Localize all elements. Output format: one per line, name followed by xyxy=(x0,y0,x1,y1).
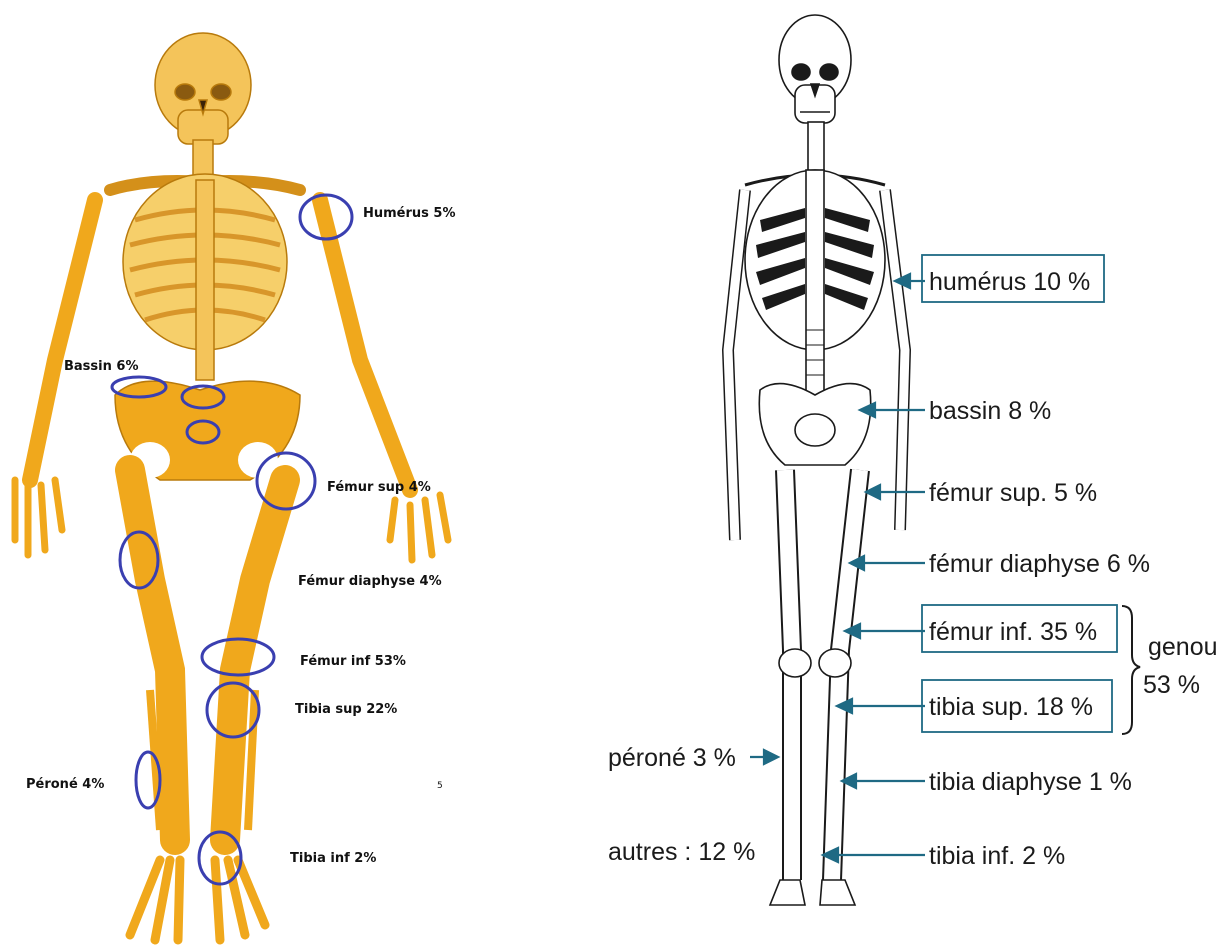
label-femur-inf-left: Fémur inf 53% xyxy=(300,654,406,669)
label-femur-sup-right: fémur sup. 5 % xyxy=(929,479,1097,507)
label-tibia-inf-right: tibia inf. 2 % xyxy=(929,842,1065,870)
label-tibia-diaphyse-right: tibia diaphyse 1 % xyxy=(929,768,1132,796)
label-humerus-right: humérus 10 % xyxy=(929,268,1090,296)
label-genou: genou xyxy=(1148,633,1218,661)
right-labels: humérus 10 % bassin 8 % fémur sup. 5 % f… xyxy=(608,268,1218,870)
label-perone-right: péroné 3 % xyxy=(608,744,736,772)
label-genou-value: 53 % xyxy=(1143,671,1200,699)
label-tibia-sup-left: Tibia sup 22% xyxy=(295,702,397,717)
label-bassin-right: bassin 8 % xyxy=(929,397,1051,425)
right-skeleton xyxy=(728,15,905,905)
label-humerus-left: Humérus 5% xyxy=(363,206,456,221)
arrow-perone xyxy=(764,750,778,764)
stray-mark: 5 xyxy=(437,781,443,791)
label-femur-diaphyse-right: fémur diaphyse 6 % xyxy=(929,550,1150,578)
label-tibia-inf-left: Tibia inf 2% xyxy=(290,851,376,866)
label-femur-sup-left: Fémur sup 4% xyxy=(327,480,431,495)
label-perone-left: Péroné 4% xyxy=(26,777,104,792)
label-bassin-left: Bassin 6% xyxy=(64,359,138,374)
genou-bracket xyxy=(1122,606,1140,734)
label-femur-diaphyse-left: Fémur diaphyse 4% xyxy=(298,574,442,589)
label-femur-inf-right: fémur inf. 35 % xyxy=(929,618,1097,646)
label-tibia-sup-right: tibia sup. 18 % xyxy=(929,693,1093,721)
label-autres: autres : 12 % xyxy=(608,838,755,866)
